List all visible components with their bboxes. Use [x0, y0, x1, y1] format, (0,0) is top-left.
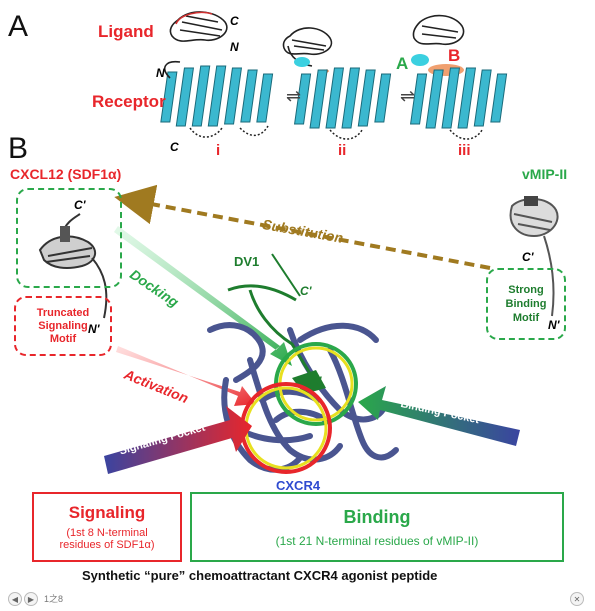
- dv1-c-terminus: C': [300, 284, 312, 298]
- signaling-pocket-circle-outer: [240, 382, 332, 474]
- equilibrium-1: ⇌: [286, 86, 302, 106]
- vmip-c-terminus: C': [522, 250, 534, 264]
- dv1-label: DV1: [234, 254, 260, 269]
- receptor-c-terminus: C: [170, 140, 179, 154]
- truncated-motif-line2: Signaling: [38, 319, 88, 332]
- ligand-c-terminus: C: [230, 14, 239, 28]
- cxcl12-structure: [38, 213, 108, 319]
- truncated-motif-line3: Motif: [49, 332, 77, 345]
- receptor-state-ii: [282, 27, 392, 140]
- helix-bundle-iii: [410, 67, 508, 129]
- signaling-desc-2: residues of SDF1α): [59, 539, 155, 551]
- state-ii-label: ii: [338, 142, 347, 159]
- receptor-n-terminus: N: [156, 66, 165, 80]
- dv1-n-terminus-label: N': [310, 374, 322, 388]
- ligand-contact-ii: [294, 57, 310, 67]
- receptor-state-iii: [410, 14, 508, 140]
- binding-desc: (1st 21 N-terminal residues of vMIP-II): [275, 533, 479, 548]
- dv1-peptide: [227, 284, 316, 381]
- equilibrium-2: ⇌: [400, 86, 416, 106]
- prev-page-button[interactable]: ◀: [8, 592, 22, 606]
- ligand-n-terminus: N: [230, 40, 239, 54]
- truncated-motif-line1: Truncated: [36, 306, 90, 319]
- truncated-signaling-motif-box: Truncated Signaling Motif: [14, 296, 112, 356]
- figure-caption: Synthetic “pure” chemoattractant CXCR4 a…: [82, 568, 438, 583]
- strong-motif-line1: Strong: [508, 284, 544, 296]
- cxcr4-label: CXCR4: [276, 478, 321, 493]
- site-b-label: B: [448, 46, 461, 65]
- cxcl12-n-terminus: N': [88, 322, 100, 336]
- cxcl12-structure-box: [16, 188, 122, 288]
- strong-binding-motif-box: Strong Binding Motif: [486, 268, 566, 340]
- helix-bundle-i: [160, 65, 274, 127]
- receptor-label: Receptor: [92, 92, 166, 111]
- signaling-pocket-arrow: [104, 406, 252, 474]
- close-icon[interactable]: ✕: [570, 592, 584, 606]
- signaling-box: Signaling (1st 8 N-terminal residues of …: [32, 492, 182, 562]
- signaling-desc-1: (1st 8 N-terminal: [66, 527, 148, 539]
- signaling-title: Signaling: [68, 503, 146, 522]
- binding-title: Binding: [343, 506, 411, 527]
- page-indicator: 1之8: [44, 594, 64, 604]
- cxcl12-c-terminus: C': [74, 198, 86, 212]
- dv1-pointer: [271, 253, 301, 297]
- binding-box: Binding (1st 21 N-terminal residues of v…: [190, 492, 564, 562]
- strong-motif-line3: Motif: [512, 312, 540, 324]
- binding-pocket-arrow: [358, 386, 520, 446]
- docking-arrow: [114, 226, 292, 366]
- strong-motif-line2: Binding: [505, 298, 547, 310]
- panel-label-a: A: [8, 10, 29, 43]
- substitution-arrow: [114, 184, 491, 270]
- state-i-label: i: [216, 142, 221, 159]
- activation-arrow: [116, 346, 256, 406]
- receptor-state-i: [160, 11, 274, 138]
- state-iii-label: iii: [458, 142, 471, 159]
- cxcl12-title: CXCL12 (SDF1α): [10, 166, 122, 182]
- vmip-structure: [509, 196, 559, 317]
- signaling-pocket-circle-inner: [244, 386, 328, 470]
- site-a-highlight: [411, 54, 429, 66]
- ligand-label: Ligand: [98, 22, 154, 41]
- ligand-structure-i: [169, 11, 228, 42]
- next-page-button[interactable]: ▶: [24, 592, 38, 606]
- helix-bundle-ii: [294, 67, 392, 129]
- ligand-structure-iii: [412, 14, 465, 46]
- panel-label-b: B: [8, 132, 29, 165]
- vmip-n-terminus: N': [548, 318, 560, 332]
- vmip-title: vMIP-II: [522, 166, 568, 182]
- site-a-label: A: [396, 54, 409, 73]
